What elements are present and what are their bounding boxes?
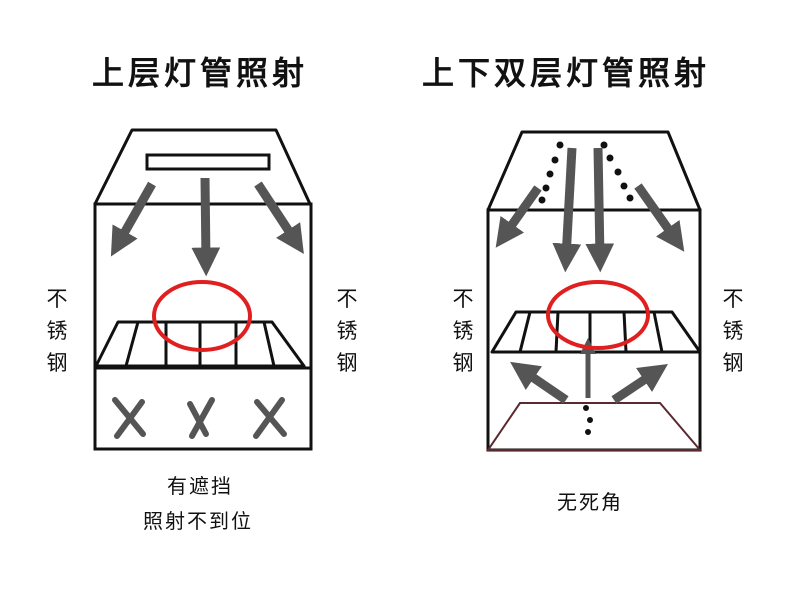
x-mark-icon xyxy=(112,397,146,439)
left-panel-title: 上层灯管照射 xyxy=(92,54,309,92)
x-mark-icon xyxy=(187,397,215,439)
left-cabinet xyxy=(93,128,313,451)
right-panel-side-label-left: 不 锈 钢 xyxy=(452,287,474,375)
right-rack xyxy=(490,310,702,354)
lower-lamp-tray xyxy=(486,402,703,451)
left-panel-side-label-right: 不 锈 钢 xyxy=(336,287,358,375)
arrow-icon xyxy=(191,177,221,277)
lamp-tube-icon xyxy=(538,141,634,204)
x-mark-icon xyxy=(253,397,287,439)
left-light-rays xyxy=(110,177,304,277)
arrow-icon xyxy=(495,185,542,248)
arrow-icon xyxy=(585,147,615,273)
arrow-icon xyxy=(110,181,156,257)
left-panel-caption-line-1: 有遮挡 xyxy=(167,474,233,498)
highlight-ring xyxy=(546,280,650,350)
arrow-icon xyxy=(552,147,582,273)
arrow-icon xyxy=(634,183,685,252)
left-rack xyxy=(94,320,306,368)
arrow-icon xyxy=(254,181,304,255)
right-light-rays-lower xyxy=(510,337,668,404)
arrow-icon xyxy=(611,364,668,404)
right-panel-title: 上下双层灯管照射 xyxy=(422,54,711,92)
right-cabinet xyxy=(486,130,703,452)
left-panel-caption-line-2: 照射不到位 xyxy=(143,509,253,533)
lamp-tube-icon xyxy=(145,153,271,171)
left-panel-side-label-left: 不 锈 钢 xyxy=(46,287,68,375)
right-panel-side-label-right: 不 锈 钢 xyxy=(722,287,744,375)
right-panel-caption: 无死角 xyxy=(557,490,623,514)
lamp-tube-icon xyxy=(583,405,593,435)
right-light-rays-upper xyxy=(495,147,685,273)
arrow-icon xyxy=(510,361,569,404)
highlight-ring xyxy=(152,280,252,352)
